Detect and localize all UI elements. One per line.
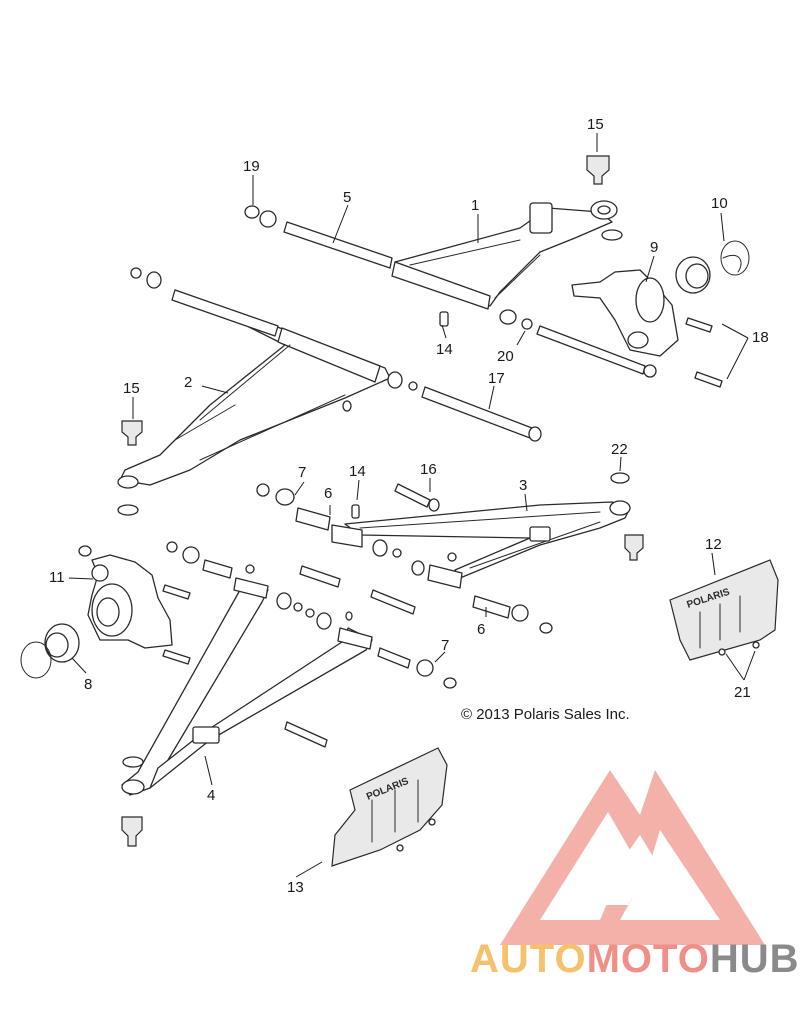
- ball-joint-15-upper: [586, 155, 610, 185]
- callout-7-upper: 7: [298, 464, 306, 481]
- bushings-lower-row: [166, 541, 457, 689]
- knuckle-9: [571, 269, 679, 357]
- callout-2: 2: [184, 374, 192, 391]
- watermark-logo: [500, 770, 765, 945]
- copyright-notice: © 2013 Polaris Sales Inc.: [461, 706, 630, 723]
- callout-9: 9: [650, 239, 658, 256]
- ball-joint-lower: [121, 816, 143, 847]
- callout-5: 5: [343, 189, 351, 206]
- callout-10: 10: [711, 195, 728, 212]
- snap-ring-upper: [601, 229, 623, 241]
- nut-19: [244, 205, 260, 219]
- watermark-text-moto: MOTO: [586, 937, 710, 981]
- callout-4: 4: [207, 787, 215, 804]
- callout-8: 8: [84, 676, 92, 693]
- bolt-5: [245, 205, 393, 269]
- callout-19: 19: [243, 158, 260, 175]
- knuckle-11: [78, 545, 173, 649]
- watermark-text-auto: AUTO: [470, 937, 587, 981]
- bushings-upper-row: [256, 483, 553, 634]
- callout-1: 1: [471, 197, 479, 214]
- leader-lines: [68, 133, 756, 878]
- callout-12: 12: [705, 536, 722, 553]
- callout-14-upper: 14: [436, 341, 453, 358]
- bearing-8: [20, 623, 80, 679]
- fitting-14-upper: [439, 311, 449, 327]
- guard-13: POLARIS: [331, 747, 448, 867]
- callout-15-left: 15: [123, 380, 140, 397]
- bushing-20: [499, 309, 533, 330]
- callout-13: 13: [287, 879, 304, 896]
- upper-a-arm-2: [117, 267, 418, 489]
- lower-a-arm-4: [121, 577, 373, 796]
- bolts-lower: [284, 565, 416, 748]
- bolt-upper-long: [536, 325, 657, 378]
- callout-11: 11: [49, 569, 65, 586]
- callout-21: 21: [734, 684, 751, 701]
- guard-12: POLARIS: [669, 559, 779, 661]
- bolts-18: [685, 317, 723, 388]
- callout-16: 16: [420, 461, 437, 478]
- callout-17: 17: [488, 370, 505, 387]
- callout-6-upper: 6: [324, 485, 332, 502]
- upper-a-arm-1: [391, 200, 618, 310]
- bearing-10: [675, 240, 750, 294]
- bolt-17: [421, 386, 542, 442]
- ball-joint-15-left: [117, 420, 143, 516]
- fitting-14-lower: [351, 504, 360, 519]
- callout-15-upper: 15: [587, 116, 604, 133]
- callout-20: 20: [497, 348, 514, 365]
- watermark-text: AUTOMOTOHUB: [470, 937, 800, 982]
- callout-22: 22: [611, 441, 628, 458]
- lower-a-arm-3: [331, 500, 631, 589]
- callout-7-lower: 7: [441, 637, 449, 654]
- callout-18: 18: [752, 329, 769, 346]
- callout-labels: 1 2 3 4 5 6 6 7 7 8 9 10 11 12 13 14 14 …: [49, 116, 769, 896]
- callout-3: 3: [519, 477, 527, 494]
- watermark-text-hub: HUB: [709, 937, 800, 981]
- bolts-knuckle-11: [162, 584, 191, 665]
- bolt-16: [394, 483, 440, 512]
- callout-14-lower: 14: [349, 463, 366, 480]
- ball-joint-right: [610, 472, 644, 561]
- callout-6-lower: 6: [477, 621, 485, 638]
